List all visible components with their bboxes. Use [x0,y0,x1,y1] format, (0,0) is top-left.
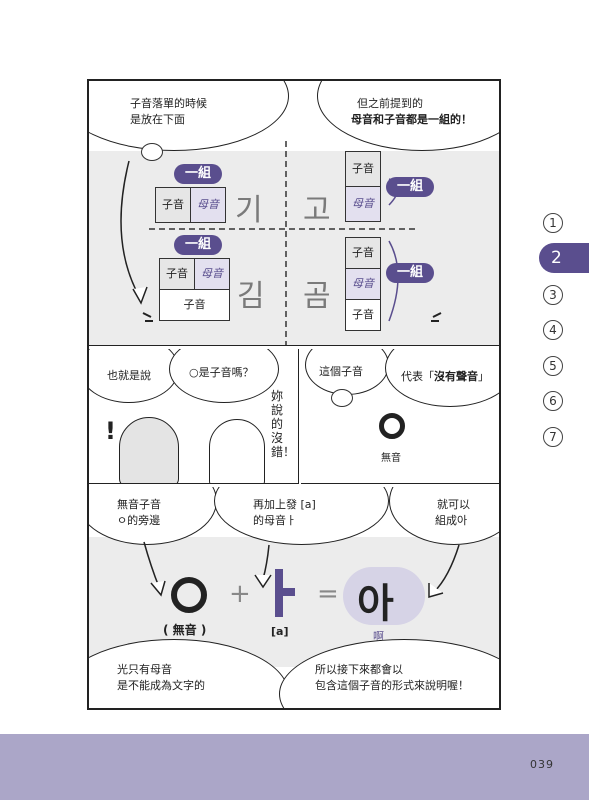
consonant-box: 子音 [155,187,191,223]
character-face-icon [141,143,163,161]
speech-text: ㅇ的旁邊 [117,514,161,527]
null-consonant-symbol [379,413,405,439]
consonant-box: 子音 [345,299,381,331]
character-girl-2 [209,419,265,483]
phonetic-label: [a] [271,625,289,638]
chapter-tab-2[interactable]: 2 [539,243,589,273]
character-face-icon [331,389,353,407]
speech-text: ○是子音嗎？ [189,366,254,379]
vowel-box: 母音 [345,186,381,222]
page-footer: 039 [0,734,589,800]
group-label: 一組 [174,164,222,184]
consonant-box: 子音 [345,237,381,269]
comic-page: 子音落單的時候 是放在下面 但之前提到的 母音和子音都是一組的！ 一組 子音 母… [87,79,501,710]
panel-3: 這個子音 代表「沒有聲音」 無音 [301,349,499,484]
vowel-box: 母音 [345,268,381,300]
vowel-box: 母音 [194,258,230,290]
chapter-tab-7[interactable]: 7 [543,427,563,447]
vowel-a-symbol [275,569,283,617]
null-consonant-symbol [171,577,207,613]
speech-text: 再加上發 [a] [253,498,316,511]
speech-text: 組成아 [435,514,468,527]
character-girl-1 [119,417,179,483]
result-highlight [343,567,425,625]
speech-bubble [305,349,389,395]
panel-4: 無音子音 ㅇ的旁邊 再加上發 [a] 的母音ㅏ 就可以 組成아 ( 無音 ) +… [89,487,499,708]
arrow-icon [120,141,442,345]
speech-text: 無音子音 [117,498,161,511]
speech-text: 是不能成為文字的 [117,679,205,692]
syllable-text: 곰 [303,279,331,314]
group-label: 一組 [174,235,222,255]
chapter-tab-1[interactable]: 1 [543,213,563,233]
consonant-box: 子音 [345,151,381,187]
exclaim-mark: ! [105,417,116,445]
speech-text: 也就是說 [107,369,151,382]
no-sound-label: 無音 [381,453,401,464]
panel-1: 子音落單的時候 是放在下面 但之前提到的 母音和子音都是一組的！ 一組 子音 母… [89,81,499,346]
panel-2: 也就是說 ○是子音嗎？ ! 妳說的沒錯！ [89,349,299,484]
speech-text-bold: 母音和子音都是一組的！ [351,113,472,126]
syllable-text: 김 [237,279,265,314]
speech-text: 但之前提到的 [357,97,423,110]
vowel-box: 母音 [190,187,226,223]
plus-sign: + [229,579,251,609]
chapter-tab-5[interactable]: 5 [543,356,563,376]
speech-text: 包含這個子音的形式來說明喔！ [315,679,469,692]
arrow-icon [143,541,460,598]
speech-text: 就可以 [437,498,470,511]
speech-text: 子音落單的時候 [130,97,207,110]
syllable-text: 고 [303,193,331,228]
speech-text: 這個子音 [319,365,363,378]
result-syllable: 아 [357,581,394,627]
chapter-tab-3[interactable]: 3 [543,285,563,305]
speech-text: 光只有母音 [117,663,172,676]
speech-text: 代表「沒有聲音」 [401,370,489,383]
speech-text: 的母音ㅏ [253,514,297,527]
page-number: 039 [530,758,554,771]
consonant-box: 子音 [159,258,195,290]
chapter-tab-6[interactable]: 6 [543,391,563,411]
speech-text: 所以接下來都會以 [315,663,403,676]
result-sound-label: 啊 [373,630,384,643]
equals-sign: = [317,579,339,609]
chapter-tab-4[interactable]: 4 [543,320,563,340]
vertical-speech-text: 妳說的沒錯！ [271,389,296,459]
group-label: 一組 [386,177,434,197]
group-label: 一組 [386,263,434,283]
consonant-box: 子音 [159,289,230,321]
syllable-text: 기 [235,193,263,228]
speech-text: 是放在下面 [130,113,185,126]
vowel-a-stroke [281,588,295,596]
no-sound-label: ( 無音 ) [163,623,207,637]
